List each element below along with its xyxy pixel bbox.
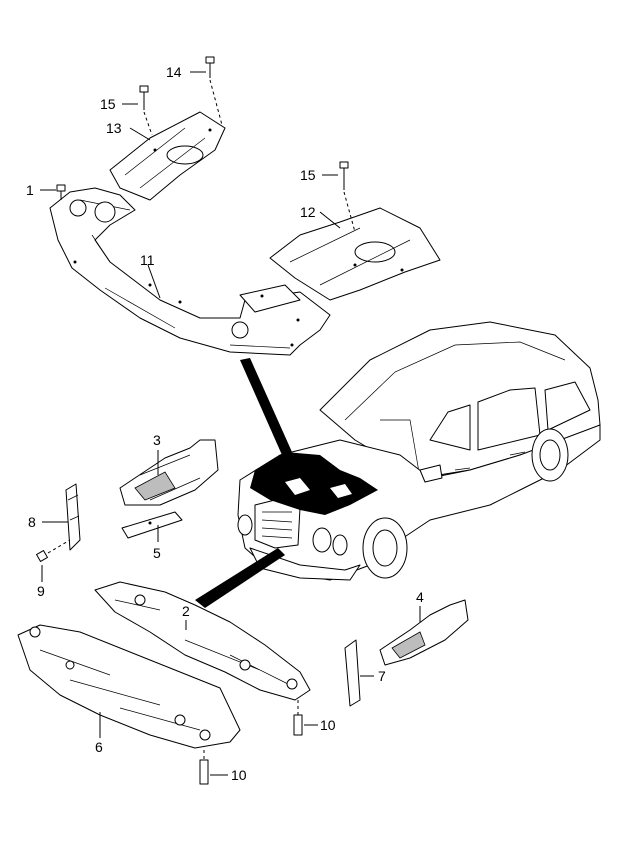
callout-10a: 10 bbox=[320, 717, 336, 733]
callout-10b: 10 bbox=[231, 767, 247, 783]
callout-4: 4 bbox=[416, 589, 424, 605]
callout-labels: 1 14 15 13 15 12 11 3 8 5 9 2 4 7 10 6 1… bbox=[26, 64, 424, 783]
leader-lines bbox=[40, 71, 421, 776]
under-cover-12 bbox=[269, 207, 441, 301]
side-cover-5 bbox=[121, 511, 183, 539]
fastener-1 bbox=[56, 184, 66, 200]
bolt-10b bbox=[199, 750, 209, 785]
callout-15b: 15 bbox=[300, 167, 316, 183]
callout-2: 2 bbox=[182, 603, 190, 619]
callout-15a: 15 bbox=[100, 96, 116, 112]
location-arrows bbox=[195, 358, 292, 608]
callout-14: 14 bbox=[166, 64, 182, 80]
callout-7: 7 bbox=[378, 668, 386, 684]
callout-11: 11 bbox=[140, 252, 155, 268]
side-bracket-8 bbox=[65, 483, 81, 551]
car-body bbox=[237, 321, 601, 581]
bolt-14 bbox=[205, 56, 223, 126]
callout-13: 13 bbox=[106, 120, 122, 136]
bolt-9 bbox=[36, 539, 71, 562]
callout-12: 12 bbox=[300, 204, 316, 220]
bolt-10a bbox=[293, 700, 303, 736]
callout-8: 8 bbox=[28, 514, 36, 530]
side-cover-3 bbox=[119, 439, 219, 506]
under-cover-frame-11 bbox=[49, 187, 331, 356]
side-bracket-7 bbox=[344, 639, 361, 707]
callout-3: 3 bbox=[153, 432, 161, 448]
bolt-15b bbox=[339, 161, 356, 233]
under-cover-2 bbox=[94, 581, 311, 701]
under-cover-6 bbox=[17, 624, 241, 749]
bolt-15a bbox=[139, 85, 153, 136]
callout-5: 5 bbox=[153, 545, 161, 561]
callout-6: 6 bbox=[95, 739, 103, 755]
callout-9: 9 bbox=[37, 583, 45, 599]
callout-1: 1 bbox=[26, 182, 34, 198]
under-cover-13 bbox=[109, 111, 226, 201]
side-cover-4 bbox=[379, 599, 469, 666]
